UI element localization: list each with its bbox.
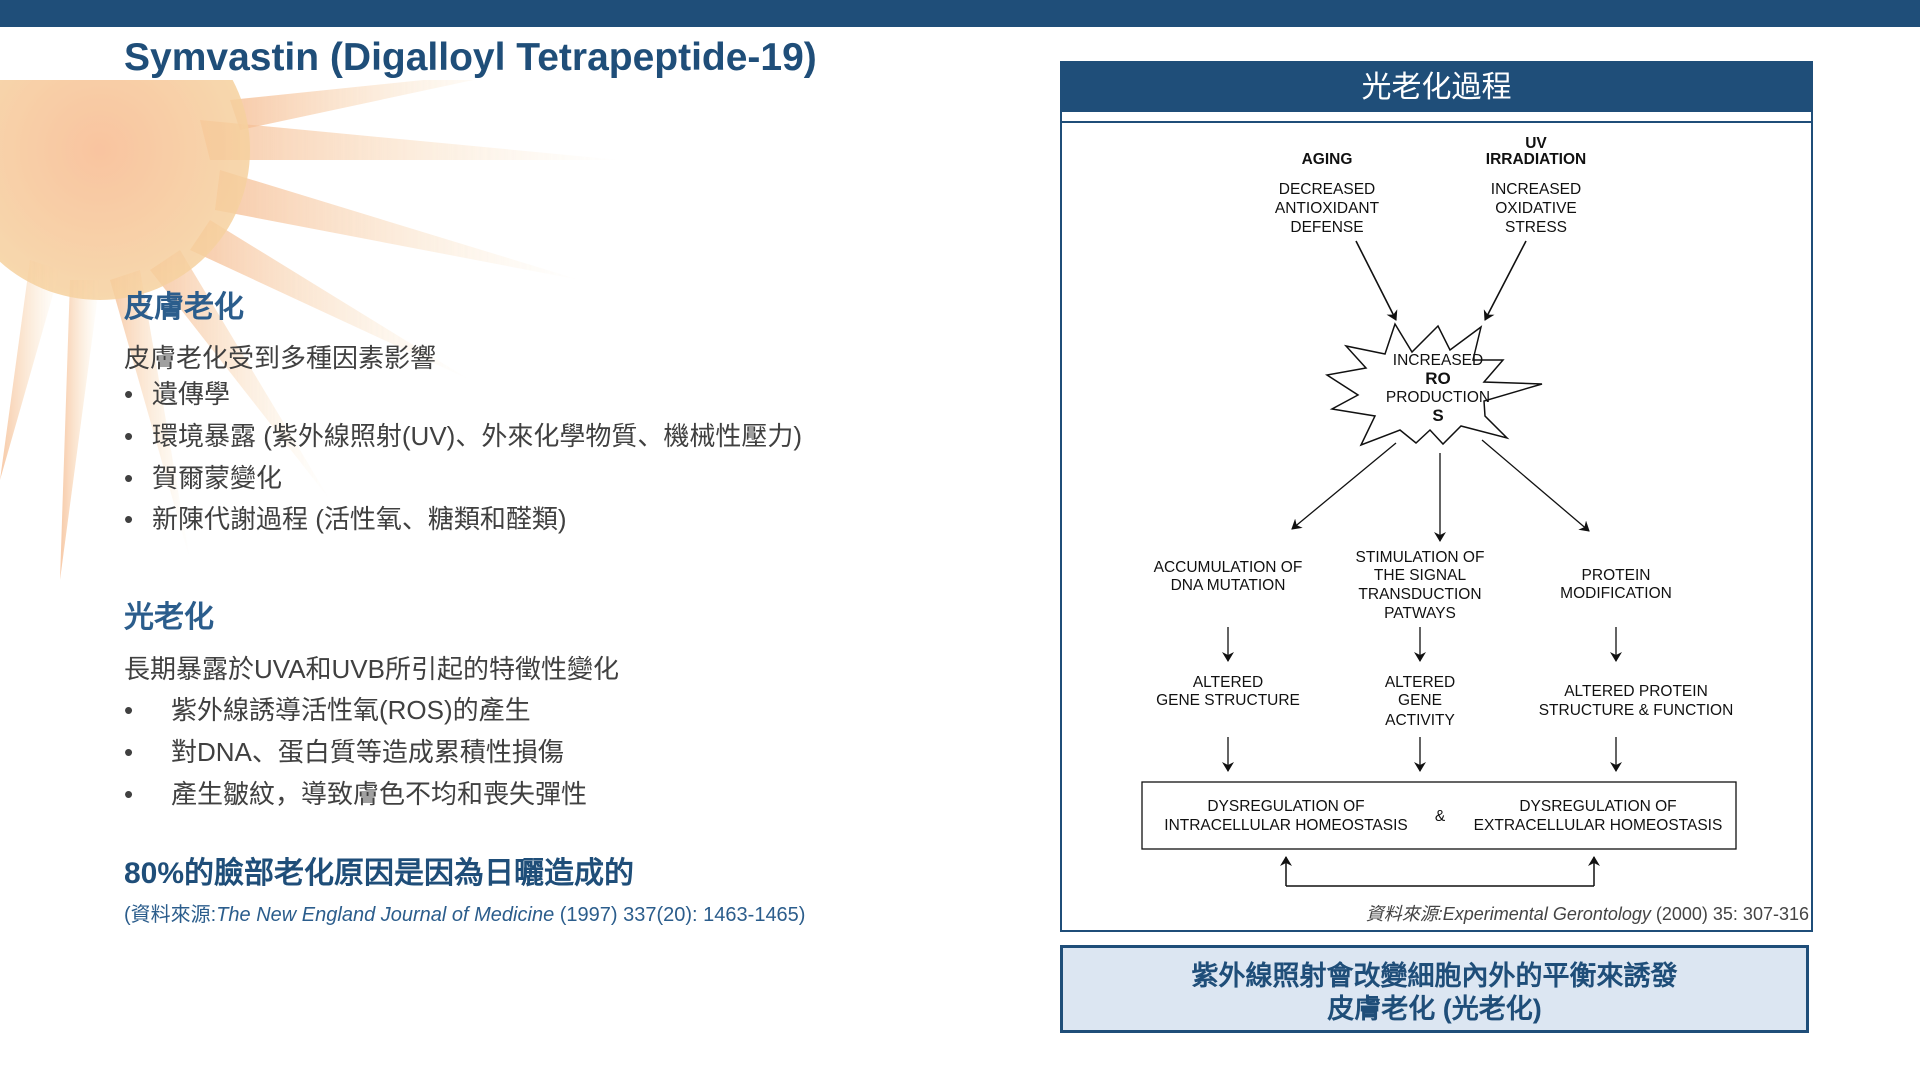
protein-modification-text: MODIFICATION <box>1560 585 1672 602</box>
bullet-text: 環境暴露 (紫外線照射(UV)、外來化學物質、機械性壓力) <box>152 421 802 451</box>
skin-aging-bullet: • 新陳代謝過程 (活性氧、糖類和醛類) <box>124 499 567 536</box>
dna-mutation-text: DNA MUTATION <box>1171 577 1286 594</box>
photoaging-bullet: • 產生皺紋，導致膚色不均和喪失彈性 <box>124 774 587 811</box>
altered-gene-structure-text: ALTERED <box>1193 674 1263 691</box>
skin-aging-heading: 皮膚老化 <box>124 291 244 324</box>
arrow <box>1355 240 1398 321</box>
arrow <box>1291 442 1397 530</box>
skin-aging-bullet: • 環境暴露 (紫外線照射(UV)、外來化學物質、機械性壓力) <box>124 416 802 453</box>
intracellular-text: DYSREGULATION OF <box>1207 798 1364 815</box>
decreased-defense-text: DECREASED <box>1279 181 1375 198</box>
aging-label: AGING <box>1302 151 1353 168</box>
top-bar <box>0 0 1920 27</box>
sun-illustration <box>0 80 620 580</box>
ampersand-text: & <box>1435 808 1446 825</box>
bullet-text: 新陳代謝過程 (活性氧、糖類和醛類) <box>152 504 567 534</box>
skin-aging-bullet: • 賀爾蒙變化 <box>124 458 282 495</box>
summary-line: 紫外線照射會改變細胞內外的平衡來誘發 <box>1191 961 1678 991</box>
ros-starburst <box>1324 322 1543 447</box>
bullet-text: 賀爾蒙變化 <box>152 463 283 493</box>
summary-box: 紫外線照射會改變細胞內外的平衡來誘發 皮膚老化 (光老化) <box>1060 945 1809 1033</box>
source-rest: (1997) 337(20): 1463-1465) <box>554 904 806 926</box>
bullet-icon: • <box>124 421 134 451</box>
photoaging-bullet: • 紫外線誘導活性氧(ROS)的產生 <box>124 690 531 727</box>
bullet-icon: • <box>124 779 134 809</box>
irradiation-label: IRRADIATION <box>1486 151 1586 168</box>
source-rest: (2000) 35: 307-316 <box>1650 904 1809 924</box>
bullet-icon: • <box>124 463 134 493</box>
source-citation: (資料來源:The New England Journal of Medicin… <box>124 898 805 927</box>
bullet-icon: • <box>124 504 134 534</box>
bullet-icon: • <box>124 379 134 409</box>
source-journal: Experimental Gerontology <box>1442 904 1651 924</box>
signal-transduction-text: TRANSDUCTION <box>1358 586 1481 603</box>
ros-text: INCREASED <box>1393 352 1483 369</box>
signal-transduction-text: PATWAYS <box>1384 605 1456 622</box>
photoaging-heading: 光老化 <box>124 601 214 634</box>
photoaging-bullet: • 對DNA、蛋白質等造成累積性損傷 <box>124 732 564 769</box>
uv-label: UV <box>1525 135 1547 152</box>
panel-divider <box>1062 121 1811 123</box>
skin-aging-intro: 皮膚老化受到多種因素影響 <box>124 343 437 373</box>
bullet-icon: • <box>124 695 134 725</box>
arrow <box>1481 439 1590 532</box>
intracellular-text: INTRACELLULAR HOMEOSTASIS <box>1164 817 1407 834</box>
summary-line: 皮膚老化 (光老化) <box>1327 994 1542 1024</box>
extracellular-text: EXTRACELLULAR HOMEOSTASIS <box>1474 817 1723 834</box>
source-prefix: 資料來源: <box>1365 904 1443 924</box>
altered-gene-activity-text: ALTERED <box>1385 674 1455 691</box>
decreased-defense-text: ANTIOXIDANT <box>1275 200 1380 217</box>
photoaging-intro: 長期暴露於UVA和UVB所引起的特徵性變化 <box>124 654 619 684</box>
oxidative-stress-text: INCREASED <box>1491 181 1581 198</box>
ros-text: PRODUCTION <box>1386 389 1490 406</box>
decreased-defense-text: DEFENSE <box>1290 219 1363 236</box>
altered-gene-structure-text: GENE STRUCTURE <box>1156 692 1300 709</box>
bullet-text: 紫外線誘導活性氧(ROS)的產生 <box>171 695 531 725</box>
photoaging-process-panel: 光老化過程 AGING UV IRRADIATION DECREASED ANT… <box>1060 61 1813 932</box>
dna-mutation-text: ACCUMULATION OF <box>1154 559 1303 576</box>
highlight-statement: 80%的臉部老化原因是因為日曬造成的 <box>124 857 635 890</box>
altered-protein-text: STRUCTURE & FUNCTION <box>1539 702 1734 719</box>
altered-gene-activity-text: ACTIVITY <box>1385 712 1455 729</box>
bullet-text: 產生皺紋，導致膚色不均和喪失彈性 <box>171 779 588 809</box>
protein-modification-text: PROTEIN <box>1582 567 1651 584</box>
oxidative-stress-text: OXIDATIVE <box>1495 200 1577 217</box>
altered-protein-text: ALTERED PROTEIN <box>1564 683 1708 700</box>
bullet-text: 遺傳學 <box>152 379 231 409</box>
skin-aging-bullet: • 遺傳學 <box>124 374 230 411</box>
diagram-source: 資料來源:Experimental Gerontology (2000) 35:… <box>1366 900 1809 926</box>
source-journal: The New England Journal of Medicine <box>216 904 555 926</box>
arrow <box>1483 240 1527 321</box>
oxidative-stress-text: STRESS <box>1505 219 1567 236</box>
dysregulation-box <box>1141 781 1737 850</box>
bullet-text: 對DNA、蛋白質等造成累積性損傷 <box>171 737 564 767</box>
signal-transduction-text: STIMULATION OF <box>1356 549 1485 566</box>
photoaging-flow-diagram: AGING UV IRRADIATION DECREASED ANTIOXIDA… <box>1141 135 1737 887</box>
source-prefix: (資料來源: <box>124 904 217 926</box>
bullet-icon: • <box>124 737 134 767</box>
extracellular-text: DYSREGULATION OF <box>1519 798 1676 815</box>
ros-text: RO <box>1425 369 1451 388</box>
panel-title: 光老化過程 <box>1062 63 1811 112</box>
ros-text: S <box>1432 406 1443 425</box>
page-title: Symvastin (Digalloyl Tetrapeptide-19) <box>124 36 817 79</box>
altered-gene-activity-text: GENE <box>1398 692 1442 709</box>
signal-transduction-text: THE SIGNAL <box>1374 567 1467 584</box>
